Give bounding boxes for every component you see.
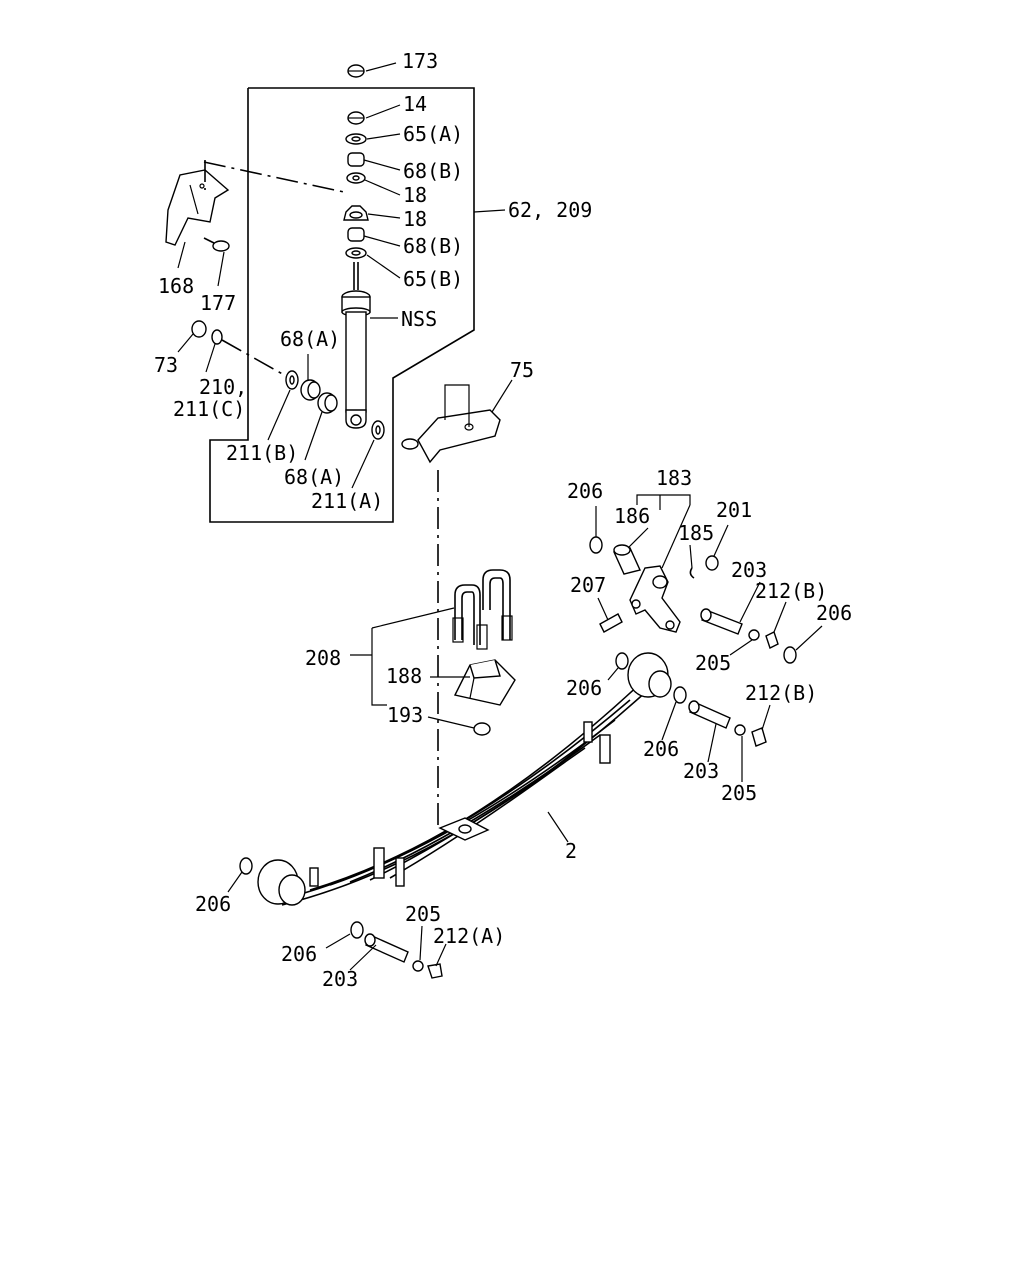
bushing-68b-lower (347, 227, 365, 242)
nut-201 (705, 555, 719, 571)
clip-185 (689, 567, 695, 579)
callout-212b-upper: 212(B) (755, 579, 827, 603)
bolt-177 (203, 237, 230, 252)
pin-186 (613, 544, 641, 575)
nut-193 (473, 722, 491, 736)
bushing-68a-a (300, 379, 321, 401)
callout-186: 186 (614, 504, 650, 528)
callout-206-shackle: 206 (567, 479, 603, 503)
nut-14 (347, 111, 365, 125)
nut-205-upper (748, 629, 760, 641)
washer-210 (211, 329, 223, 345)
callout-2: 2 (565, 839, 577, 863)
callout-211a: 211(A) (311, 489, 383, 513)
callout-193: 193 (387, 703, 423, 727)
pin-203-upper (700, 608, 743, 635)
bracket-18-lower (343, 205, 369, 221)
callout-203-bottom: 203 (322, 967, 358, 991)
bracket-168 (165, 169, 230, 246)
washer-206-upper-right (783, 646, 797, 664)
callout-62-209: 62, 209 (508, 198, 592, 222)
nut-73 (191, 320, 207, 338)
callout-206-spring-right-a: 206 (566, 676, 602, 700)
washer-65b (345, 247, 367, 259)
leaf-spring (257, 652, 672, 906)
callout-205-bottom: 205 (405, 902, 441, 926)
callout-208: 208 (305, 646, 341, 670)
callout-183: 183 (656, 466, 692, 490)
callout-68a-upper: 68(A) (280, 327, 340, 351)
callout-65b: 65(B) (403, 267, 463, 291)
callout-188: 188 (386, 664, 422, 688)
callout-205-middle: 205 (721, 781, 757, 805)
callout-18-upper: 18 (403, 183, 427, 207)
washer-206-shackle (589, 536, 603, 554)
callout-173: 173 (402, 49, 438, 73)
callout-206-spring-right-b: 206 (643, 737, 679, 761)
washer-206-spring-right-a (615, 652, 629, 670)
bracket-75 (401, 384, 501, 464)
washer-65a (345, 133, 367, 145)
u-bolt-208 (452, 569, 513, 650)
pad-188 (453, 659, 516, 706)
callout-201: 201 (716, 498, 752, 522)
callout-68b-lower: 68(B) (403, 234, 463, 258)
callout-205-upper: 205 (695, 651, 731, 675)
leader-lines (177, 62, 823, 971)
callout-203-upper: 203 (731, 558, 767, 582)
shackle-plate (629, 565, 681, 633)
callout-68b-upper: 68(B) (403, 159, 463, 183)
callout-75: 75 (510, 358, 534, 382)
callout-210: 210, (199, 375, 247, 399)
callout-212a: 212(A) (433, 924, 505, 948)
callout-206-upper-right: 206 (816, 601, 852, 625)
callout-labels: 173 14 65(A) 68(B) 18 18 62, 209 68(B) 6… (154, 49, 852, 991)
callout-212b-middle: 212(B) (745, 681, 817, 705)
pin-203-middle (688, 700, 731, 729)
callout-177: 177 (200, 291, 236, 315)
callout-65a: 65(A) (403, 122, 463, 146)
callout-185: 185 (678, 521, 714, 545)
bushing-68a-b (317, 392, 338, 414)
callout-168: 168 (158, 274, 194, 298)
callout-nss: NSS (401, 307, 437, 331)
callout-206-spring-left: 206 (195, 892, 231, 916)
washer-206-spring-left (239, 857, 253, 875)
callout-207: 207 (570, 573, 606, 597)
nut-205-bottom (412, 960, 424, 972)
callout-18-lower: 18 (403, 207, 427, 231)
shock-absorber (341, 262, 371, 429)
pin-203-bottom (364, 933, 409, 963)
washer-211a (371, 420, 385, 440)
callout-14: 14 (403, 92, 427, 116)
fitting-212b-upper (765, 631, 779, 649)
bushing-68b-upper (347, 152, 365, 167)
bolt-207 (599, 613, 623, 633)
nut-205-middle (734, 724, 746, 736)
kit-boundary (209, 87, 475, 523)
fitting-212a-bottom (427, 963, 443, 979)
callout-203-middle: 203 (683, 759, 719, 783)
callout-68a-lower: 68(A) (284, 465, 344, 489)
callout-211b: 211(B) (226, 441, 298, 465)
washer-18-upper (346, 172, 366, 184)
callout-206-bottom: 206 (281, 942, 317, 966)
washer-206-spring-right-b (673, 686, 687, 704)
nut-173 (347, 64, 365, 78)
callout-73: 73 (154, 353, 178, 377)
washer-206-bottom (350, 921, 364, 939)
washer-211b (285, 370, 299, 390)
callout-211c: 211(C) (173, 397, 245, 421)
fitting-212b-middle (751, 727, 767, 747)
